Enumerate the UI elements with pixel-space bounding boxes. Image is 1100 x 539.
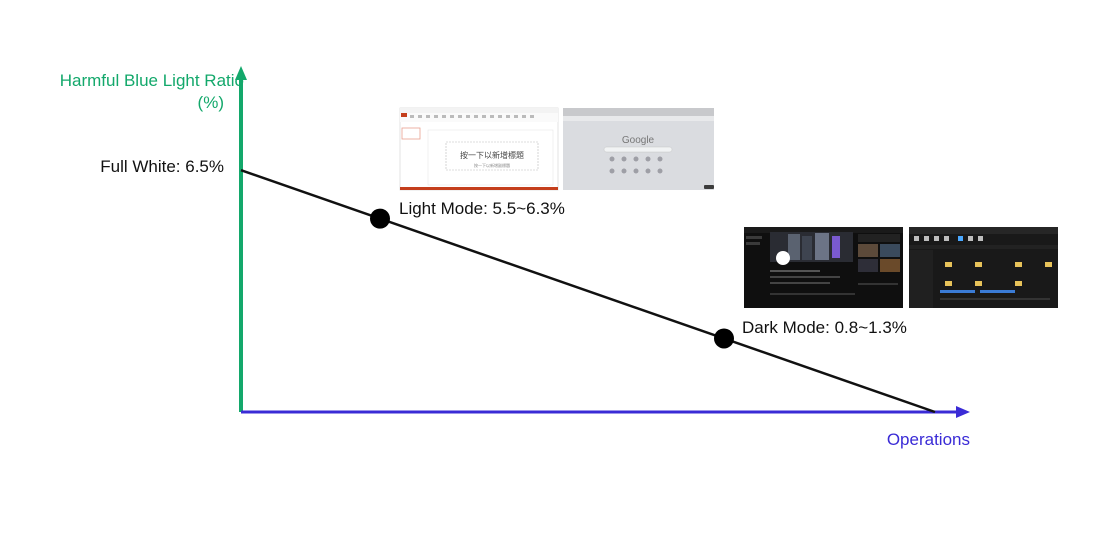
y-axis-arrowhead [235,66,247,80]
light-mode-browser-thumbnail: Google [563,108,714,190]
presentation-title-text: 按一下以新增標題 [460,150,524,160]
y-axis-label-line2: (%) [198,93,224,112]
trend-line [240,169,936,414]
dark-mode-explorer-thumbnail [909,227,1058,308]
dark-mode-label: Dark Mode: 0.8~1.3% [742,318,907,337]
light-mode-presentation-thumbnail: 按一下以新增標題 按一下以新增副標題 [399,107,559,191]
dark-mode-app-thumbnail [744,227,903,308]
light-mode-marker [370,208,390,229]
x-axis-label: Operations [887,430,970,449]
light-mode-label: Light Mode: 5.5~6.3% [399,199,565,218]
presentation-subtitle-text: 按一下以新增副標題 [474,162,510,168]
full-white-label: Full White: 6.5% [100,157,224,176]
y-axis-label-line1: Harmful Blue Light Ratio [60,71,244,90]
x-axis-arrowhead [956,406,970,418]
dark-mode-marker [714,328,734,349]
browser-logo-text: Google [622,135,655,146]
